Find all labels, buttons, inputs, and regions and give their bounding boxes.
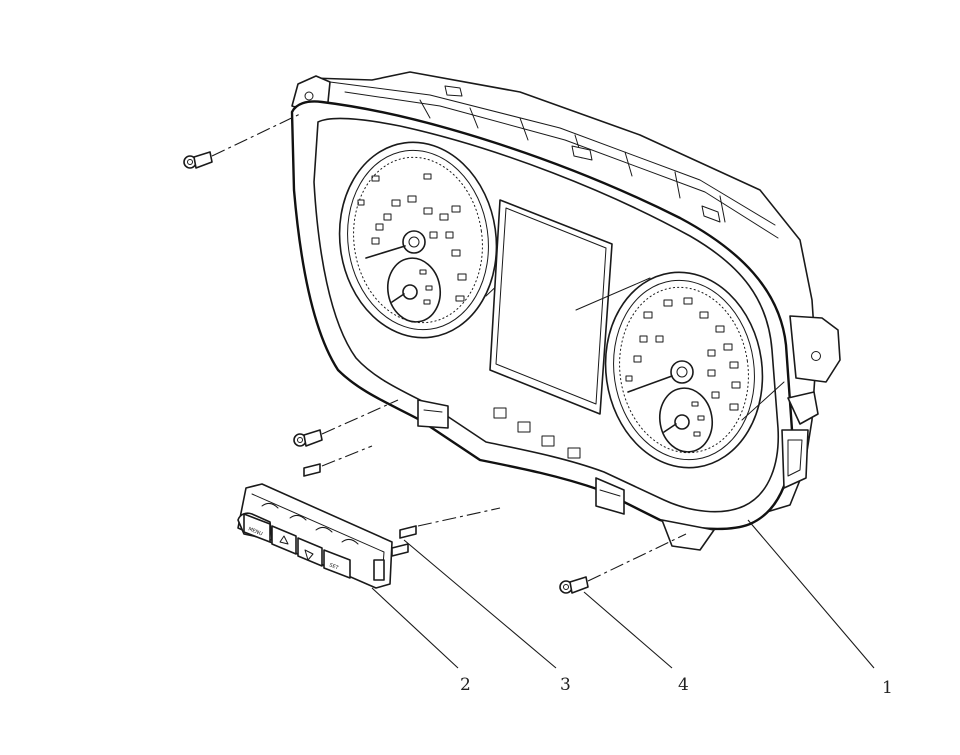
keypad-menu-label: MENU <box>247 526 263 537</box>
down-arrow-icon <box>304 549 314 561</box>
screw-top-left <box>183 113 301 169</box>
callout-2: 2 <box>460 675 471 695</box>
keypad-set-label: SET <box>328 562 340 571</box>
callout-3: 3 <box>560 675 571 695</box>
center-display <box>489 199 651 415</box>
keypad-screw-lower-a <box>399 507 501 539</box>
tachometer-gauge <box>338 141 523 339</box>
instrument-cluster <box>290 71 841 551</box>
screw-bottom-right <box>559 533 687 594</box>
keypad-module: MENU SET <box>237 483 393 589</box>
up-arrow-icon <box>279 535 289 545</box>
speedometer-gauge <box>604 271 785 469</box>
keypad-screw-upper <box>303 445 373 477</box>
cluster-button-row <box>493 407 581 459</box>
screw-middle-left <box>293 399 399 447</box>
callout-1: 1 <box>882 678 893 698</box>
keypad-screw-lower-b <box>391 543 409 557</box>
leader-lines <box>371 519 875 669</box>
callout-4: 4 <box>678 675 689 695</box>
